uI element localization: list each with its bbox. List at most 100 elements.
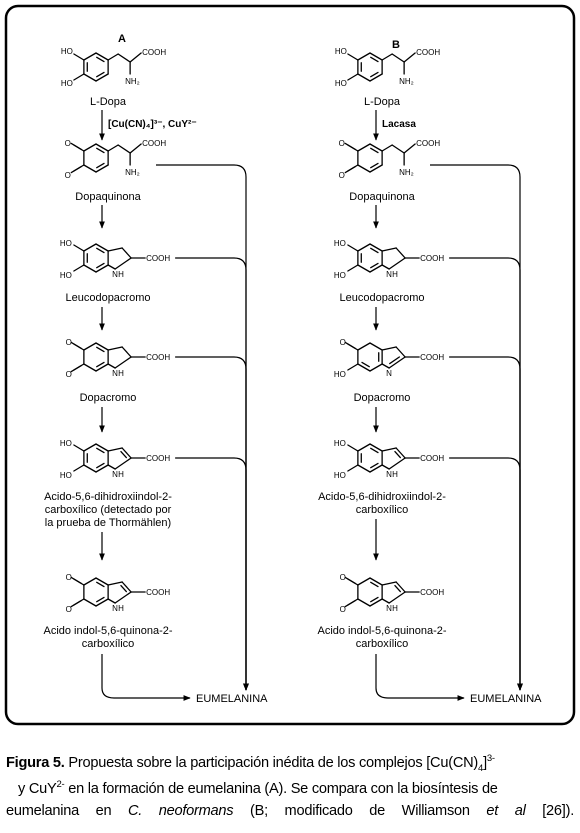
- pyrrole-bond: [381, 464, 390, 470]
- aromatic-bond: [96, 247, 105, 254]
- pyrrole-bond: [381, 447, 397, 452]
- pyrrole-bond: [107, 264, 116, 270]
- cooh-label: COOH: [416, 48, 440, 57]
- compound-name-leucodopacromo: Leucodopacromo: [65, 292, 150, 304]
- oxygen-label: O: [66, 370, 72, 379]
- pyrrole-bond: [381, 581, 397, 586]
- melanin-flow-arrow: [156, 164, 249, 691]
- pyrrole-bond: [107, 598, 116, 604]
- oxygen-label: O: [340, 573, 346, 582]
- ring-bond: [357, 598, 371, 607]
- compound-name-iqca: carboxílico: [82, 638, 135, 650]
- ring-bond: [357, 73, 371, 82]
- ring-bond: [83, 73, 97, 82]
- nitrogen-label: N: [112, 270, 118, 279]
- compound-name-dopacromo: Dopacromo: [354, 392, 411, 404]
- melanin-flow-arrow: [430, 164, 523, 691]
- hydrogen-label: H: [392, 270, 398, 279]
- carbonyl-double: [70, 165, 82, 174]
- aromatic-bond: [370, 447, 379, 454]
- ring-bond: [95, 577, 109, 586]
- panel-b: BHOHOCOOHNH₂L-DopaLacasaOOCOOHNH₂Dopaqui…: [317, 39, 542, 705]
- oxygen-label: O: [66, 573, 72, 582]
- ho-label: HO: [60, 439, 72, 448]
- oh-bond: [73, 53, 85, 61]
- melanin-flow-arrow: [449, 457, 523, 691]
- ring-bond: [83, 264, 97, 273]
- reagent-label: [Cu(CN)₄]³⁻, CuY²⁻: [108, 119, 197, 130]
- aromatic-bond: [96, 447, 105, 454]
- cooh-label: COOH: [420, 353, 444, 362]
- pyrrole-bond: [107, 447, 123, 452]
- pyrrole-bond: [381, 363, 390, 369]
- oh-bond: [73, 73, 85, 81]
- carbonyl-double: [344, 576, 356, 585]
- figure-caption: Figura 5. Propuesta sobre la participaci…: [6, 753, 574, 822]
- ho-label: HO: [334, 471, 346, 480]
- ho-label: HO: [335, 47, 347, 56]
- carbonyl-double: [344, 165, 356, 174]
- cooh-label: COOH: [146, 588, 170, 597]
- carbonyl-double: [70, 142, 82, 151]
- ring-bond: [369, 164, 383, 173]
- ring-double-bond: [361, 361, 370, 368]
- substituent-bond: [73, 444, 85, 452]
- carbonyl-double: [344, 341, 356, 350]
- oxygen-label: O: [339, 139, 345, 148]
- ring-double-bond: [96, 596, 105, 603]
- melanin-flow-arrow: [175, 457, 249, 691]
- hydrogen-label: H: [118, 369, 124, 378]
- pyrrole-bond: [395, 581, 406, 593]
- pyrrole-bond: [107, 346, 123, 351]
- ring-bond: [83, 243, 97, 252]
- pyrrole-double-bond: [120, 584, 127, 593]
- imine-double-bond: [389, 356, 400, 365]
- ho-label: HO: [60, 471, 72, 480]
- nh2-label: NH₂: [125, 77, 140, 86]
- cooh-label: COOH: [420, 588, 444, 597]
- aromatic-bond: [96, 56, 105, 63]
- side-chain: [381, 144, 393, 152]
- side-chain: [107, 53, 119, 61]
- pyrrole-double-bond: [394, 450, 401, 459]
- ring-bond: [95, 363, 109, 372]
- ring-bond: [369, 598, 383, 607]
- pyrrole-bond: [388, 257, 406, 270]
- ring-bond: [83, 164, 97, 173]
- ring-double-bond: [370, 162, 379, 169]
- ho-label: HO: [334, 271, 346, 280]
- ring-double-bond: [96, 581, 105, 588]
- carbonyl-double: [70, 576, 82, 585]
- cooh-label: COOH: [142, 139, 166, 148]
- cooh-label: COOH: [416, 139, 440, 148]
- compound-name-dopaquinona: Dopaquinona: [75, 191, 141, 203]
- carbonyl-double: [344, 142, 356, 151]
- compound-name-l-dopa: L-Dopa: [90, 96, 127, 108]
- compound-name-iqca: Acido indol-5,6-quinona-2-: [43, 625, 172, 637]
- ho-label: HO: [61, 79, 73, 88]
- ring-bond: [95, 52, 109, 61]
- ring-bond: [95, 143, 109, 152]
- oh-bond: [347, 53, 359, 61]
- ring-bond: [357, 143, 371, 152]
- ring-bond: [83, 363, 97, 372]
- substituent-bond: [73, 264, 85, 272]
- side-chain: [403, 52, 416, 63]
- hydrogen-label: H: [118, 270, 124, 279]
- ring-bond: [95, 164, 109, 173]
- substituent-bond: [347, 464, 359, 472]
- hydrogen-label: H: [118, 604, 124, 613]
- ring-bond: [357, 264, 371, 273]
- ring-bond: [369, 52, 383, 61]
- oxygen-label: O: [340, 605, 346, 614]
- ring-double-bond: [96, 162, 105, 169]
- ring-bond: [83, 443, 97, 452]
- ho-label: HO: [334, 370, 346, 379]
- side-chain: [117, 144, 131, 154]
- compound-name-dhica: Acido-5,6-dihidroxiindol-2-: [318, 491, 446, 503]
- cooh-label: COOH: [146, 254, 170, 263]
- side-chain: [403, 143, 416, 154]
- ring-bond: [95, 443, 109, 452]
